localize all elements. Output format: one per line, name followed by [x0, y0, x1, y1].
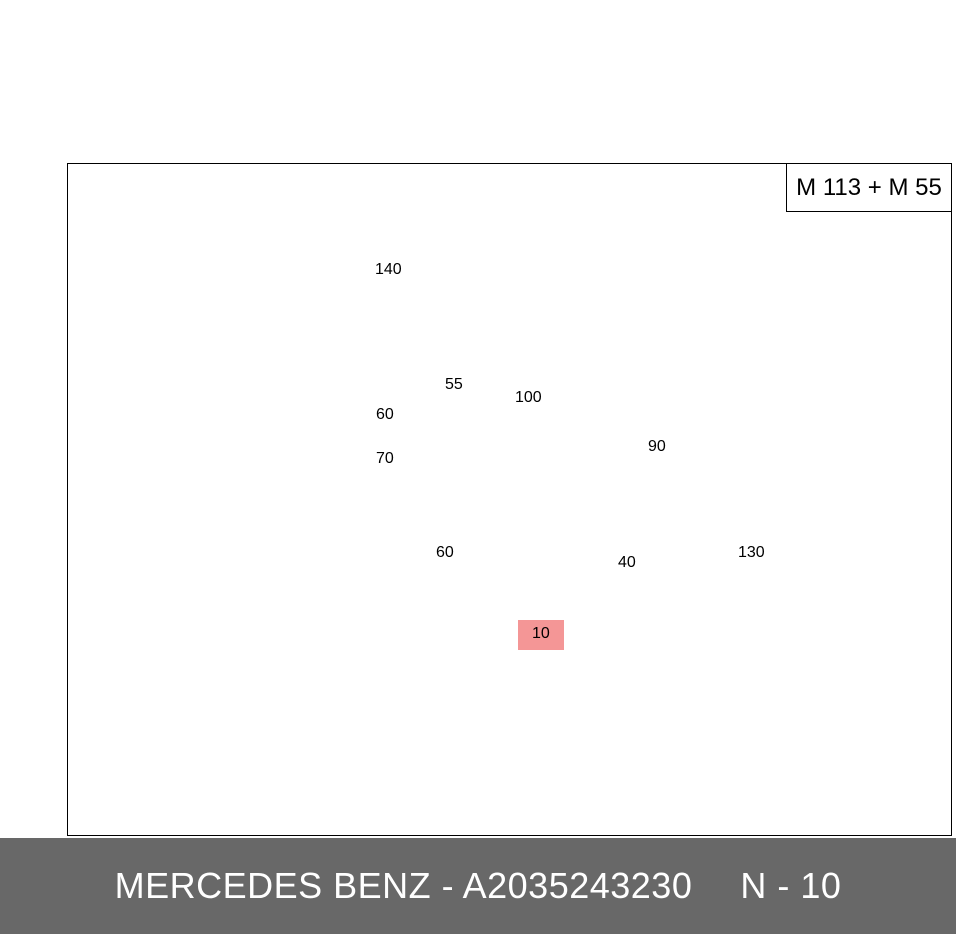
callout-10-highlighted[interactable]: 10	[518, 620, 564, 650]
footer-part-number: MERCEDES BENZ - A2035243230	[114, 865, 693, 906]
callout-100: 100	[515, 389, 542, 406]
callout-60b: 60	[436, 544, 454, 561]
callout-70: 70	[376, 450, 394, 467]
footer-position: N - 10	[740, 865, 842, 906]
model-label: M 113 + M 55	[786, 163, 952, 212]
callout-90: 90	[648, 438, 666, 455]
callout-140: 140	[375, 261, 402, 278]
callout-40: 40	[618, 554, 636, 571]
callout-60a: 60	[376, 406, 394, 423]
footer-bar: MERCEDES BENZ - A2035243230 N - 10	[0, 838, 956, 934]
diagram-frame: M 113 + M 55	[67, 163, 952, 836]
callout-130: 130	[738, 544, 765, 561]
callout-55: 55	[445, 376, 463, 393]
